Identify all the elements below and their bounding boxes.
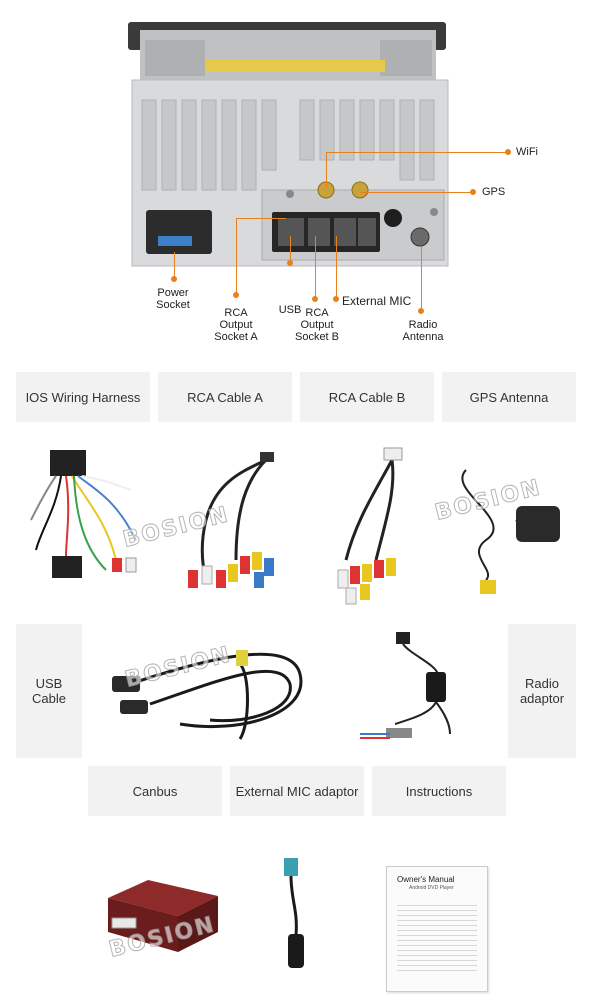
label-canbus: Canbus [88, 766, 222, 816]
rca-a-callout-line-v [236, 218, 237, 296]
head-unit-illustration [128, 22, 449, 267]
label-radio-adaptor: Radio adaptor [508, 624, 576, 758]
rca-b-label: RCA Output Socket B [294, 307, 340, 343]
rca-cable-a-image [188, 452, 274, 588]
wifi-label: WiFi [516, 146, 538, 158]
mic-dot [333, 296, 339, 302]
manual-text-lines [397, 901, 477, 971]
row3-accessory-images [108, 858, 304, 968]
external-mic-label: External MIC [342, 294, 412, 308]
wifi-dot [505, 149, 511, 155]
label-instructions: Instructions [372, 766, 506, 816]
usb-callout-line [290, 236, 291, 264]
usb-dot [287, 260, 293, 266]
head-unit-diagram: WiFi GPS Power Socket RCA Output Socket … [0, 0, 600, 350]
power-socket-label: Power Socket [156, 287, 190, 311]
wifi-callout-line [326, 152, 508, 153]
rca-a-dot [233, 292, 239, 298]
rca-a-callout-line-h [236, 218, 286, 219]
radio-callout-line [421, 246, 422, 310]
wiring-harness-image [30, 450, 137, 578]
rca-a-label: RCA Output Socket A [214, 307, 258, 343]
mic-callout-line [336, 236, 337, 298]
owners-manual-image: Owner's Manual Android DVD Player [386, 866, 488, 992]
canbus-box-image [108, 880, 218, 952]
gps-antenna-image [461, 469, 560, 594]
rca-cable-b-image [337, 447, 403, 605]
label-ios-wiring-harness: IOS Wiring Harness [16, 372, 150, 422]
label-rca-cable-b: RCA Cable B [300, 372, 434, 422]
wifi-callout-line-v [326, 152, 327, 188]
power-callout-line [174, 252, 175, 280]
mic-adaptor-image [284, 858, 304, 968]
radio-antenna-label: Radio Antenna [402, 319, 444, 343]
gps-dot [470, 189, 476, 195]
label-usb-cable: USB Cable [16, 624, 82, 758]
power-dot [171, 276, 177, 282]
row1-accessory-images [30, 447, 560, 605]
gps-label: GPS [482, 186, 506, 198]
label-rca-cable-a: RCA Cable A [158, 372, 292, 422]
radio-adaptor-image [360, 632, 451, 739]
rca-b-dot [312, 296, 318, 302]
row2-accessory-images [112, 632, 451, 740]
label-gps-antenna: GPS Antenna [442, 372, 576, 422]
label-external-mic-adaptor: External MIC adaptor [230, 766, 364, 816]
gps-callout-line [360, 192, 472, 193]
rca-b-callout-line [315, 236, 316, 298]
manual-title: Owner's Manual [397, 875, 455, 884]
manual-subtitle: Android DVD Player [409, 885, 454, 891]
usb-label: USB [278, 304, 302, 316]
radio-dot [418, 308, 424, 314]
usb-cable-image [112, 650, 303, 740]
